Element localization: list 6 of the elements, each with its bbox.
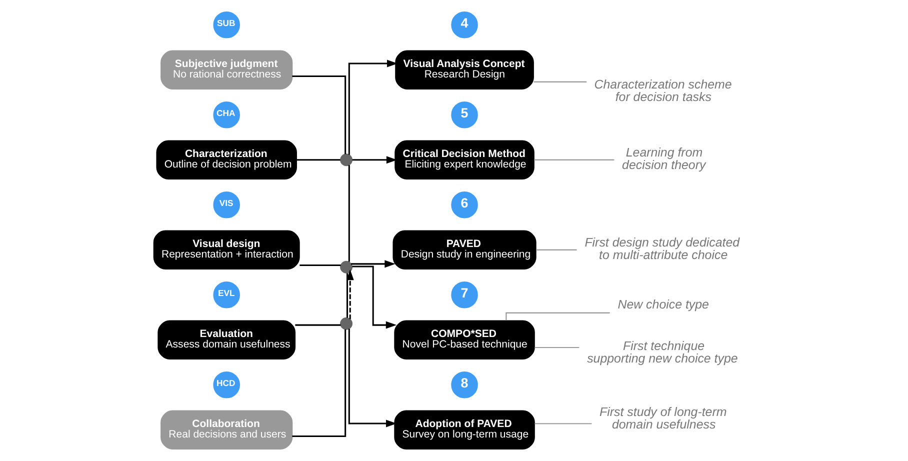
node-text: Characterization scheme for decision tasks <box>594 77 732 104</box>
node-text: Learning from decision theory <box>622 145 706 172</box>
node-text: New choice type <box>618 298 709 312</box>
node-text: First study of long-term domain usefulness <box>600 404 727 432</box>
node-text: First design study dedicated to multi-attribute choice <box>584 235 740 262</box>
node-text: First technique supporting new choice type <box>587 338 738 366</box>
